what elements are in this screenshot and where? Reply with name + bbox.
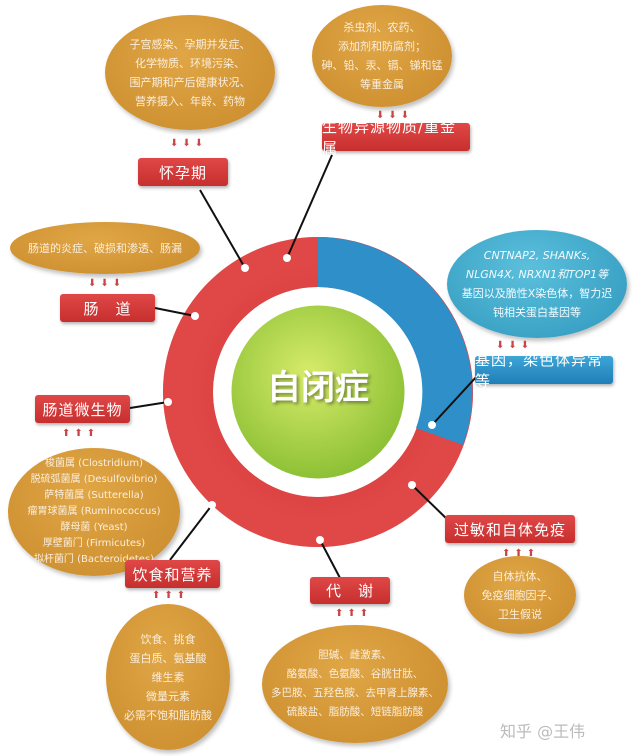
detail-line: 梭菌属 (Clostridium) (44, 458, 144, 469)
detail-line: 饮食、挑食 (140, 632, 196, 646)
center-label: 自闭症 (267, 368, 369, 408)
genes-label: 基因，染色体异常等 (475, 351, 613, 390)
connector-dot (428, 421, 436, 429)
connector-line (286, 154, 333, 259)
microbiota-details: 梭菌属 (Clostridium) 脱硫弧菌属 (Desulfovibrio) … (8, 448, 180, 576)
detail-line: 多巴胺、五羟色胺、去甲肾上腺素、 (271, 687, 439, 699)
detail-line: 酪氨酸、色氨酸、谷胱甘肽、 (286, 668, 424, 680)
diet-details: 饮食、挑食 蛋白质、氨基酸 维生素 微量元素 必需不饱和脂肪酸 (106, 604, 230, 750)
detail-line: 围产期和产后健康状况、 (129, 75, 251, 89)
detail-line: 脱硫弧菌属 (Desulfovibrio) (30, 474, 158, 485)
connector-line (411, 484, 451, 523)
microbiota-label: 肠道微生物 (35, 395, 130, 423)
connector-line (319, 539, 341, 579)
detail-line: 必需不饱和脂肪酸 (124, 708, 212, 722)
connector-dot (164, 398, 172, 406)
detail-line: 微量元素 (146, 689, 190, 703)
detail-line: 钝相关蛋白基因等 (493, 306, 581, 319)
detail-line: 等重金属 (360, 78, 404, 91)
detail-line: 肠道的炎症、破损和渗透、肠漏 (28, 241, 182, 255)
up-arrows-icon: ⬆⬆⬆ (152, 590, 190, 601)
detail-line: 维生素 (151, 670, 185, 684)
genes-segment (318, 237, 473, 445)
genes-details: CNTNAP2, SHANKs, NLGN4X, NRXN1和TOP1等 基因以… (447, 230, 627, 338)
detail-line: 自体抗体、 (492, 569, 548, 583)
connector-line (431, 374, 479, 426)
detail-line: 免疫细胞因子、 (481, 588, 559, 602)
detail-line: 硫酸盐、脂肪酸、短链脂肪酸 (286, 706, 424, 718)
detail-line: 卫生假说 (498, 607, 542, 621)
connector-line (199, 189, 246, 269)
detail-line: 胆碱、雌激素、 (318, 649, 392, 661)
up-arrows-icon: ⬆⬆⬆ (62, 428, 100, 439)
connector-dot (241, 264, 249, 272)
connector-dot (408, 481, 416, 489)
detail-line: 添加剂和防腐剂； (338, 40, 426, 53)
detail-line: 杀虫剂、农药、 (343, 21, 421, 34)
down-arrows-icon: ⬇⬇⬇ (496, 340, 534, 351)
up-arrows-icon: ⬆⬆⬆ (502, 548, 540, 559)
metabolism-details: 胆碱、雌激素、 酪氨酸、色氨酸、谷胱甘肽、 多巴胺、五羟色胺、去甲肾上腺素、 硫… (262, 625, 448, 743)
down-arrows-icon: ⬇⬇⬇ (88, 278, 126, 289)
detail-line: 砷、铅、汞、镉、锑和锰 (321, 59, 443, 72)
detail-line: 拟杆菌门 (Bacteroidetes) (33, 554, 155, 565)
gut-label: 肠 道 (60, 294, 155, 322)
xenobiotics-label: 生物异源物质/重金属 (322, 118, 470, 157)
xenobiotics-details: 杀虫剂、农药、 添加剂和防腐剂； 砷、铅、汞、镉、锑和锰 等重金属 (312, 5, 452, 107)
immune-details: 自体抗体、 免疫细胞因子、 卫生假说 (464, 556, 576, 634)
connector-dot (316, 536, 324, 544)
detail-line: 瘤胃球菌属 (Ruminococcus) (27, 506, 161, 517)
detail-line: 子宫感染、孕期并发症、 (129, 37, 251, 51)
pregnancy-details: 子宫感染、孕期并发症、 化学物质、环境污染、 围产期和产后健康状况、 营养摄入、… (105, 15, 275, 130)
detail-line: 营养摄入、年龄、药物 (135, 94, 245, 108)
detail-line: 萨特菌属 (Sutterella) (44, 490, 144, 501)
gut-details: 肠道的炎症、破损和渗透、肠漏 (10, 222, 200, 274)
connector-line (129, 401, 169, 409)
watermark: 知乎 @王伟 (500, 722, 586, 741)
connector-dot (208, 501, 216, 509)
connector-line (154, 307, 196, 317)
detail-line: 酵母菌 (Yeast) (60, 522, 128, 533)
diet-label: 饮食和营养 (125, 560, 220, 588)
connector-line (169, 504, 213, 561)
down-arrows-icon: ⬇⬇⬇ (170, 138, 208, 149)
detail-line: 基因以及脆性X染色体，智力迟 (461, 287, 613, 300)
connector-dot (191, 312, 199, 320)
connector-dot (283, 254, 291, 262)
up-arrows-icon: ⬆⬆⬆ (335, 608, 373, 619)
immune-label: 过敏和自体免疫 (445, 515, 575, 543)
core-circle (228, 302, 408, 482)
pregnancy-label: 怀孕期 (138, 158, 228, 186)
detail-line: 蛋白质、氨基酸 (129, 651, 207, 665)
detail-line: 化学物质、环境污染、 (135, 56, 245, 70)
detail-line: CNTNAP2, SHANKs, (483, 249, 591, 262)
down-arrows-icon: ⬇⬇⬇ (376, 110, 414, 121)
detail-line: NLGN4X, NRXN1和TOP1等 (465, 268, 609, 281)
metabolism-label: 代 谢 (310, 577, 390, 604)
detail-line: 厚壁菌门 (Firmicutes) (42, 538, 146, 549)
